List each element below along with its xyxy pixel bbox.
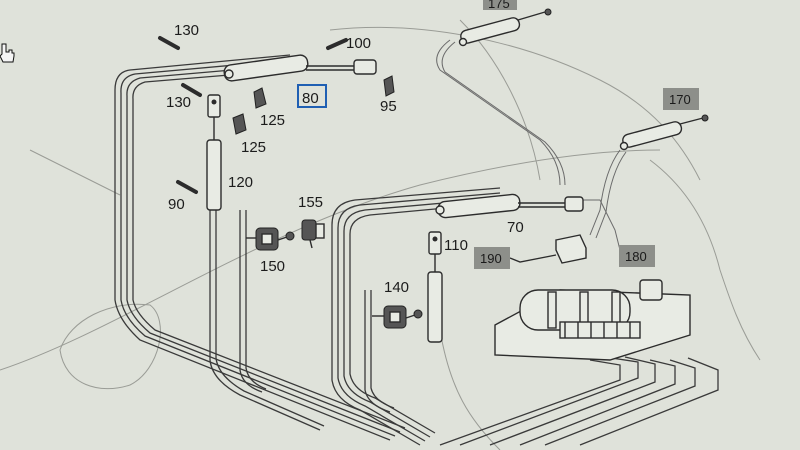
pin-100[interactable]	[326, 38, 348, 50]
label-180[interactable]: 180	[625, 249, 647, 264]
valve-140[interactable]	[372, 305, 423, 329]
label-125-upper[interactable]: 125	[260, 112, 285, 129]
label-70[interactable]: 70	[507, 219, 524, 236]
hand-cursor-icon	[0, 43, 15, 63]
label-170[interactable]: 170	[669, 92, 691, 107]
cylinder-170[interactable]	[619, 114, 709, 151]
pin-130-mid[interactable]	[181, 83, 202, 97]
label-130-mid[interactable]: 130	[166, 94, 191, 111]
label-100[interactable]: 100	[346, 35, 371, 52]
label-80[interactable]: 80	[302, 90, 319, 107]
tag-box-180	[619, 245, 655, 267]
label-175[interactable]: 175	[488, 0, 510, 11]
tag-box-190	[474, 247, 510, 269]
highlight-box-80[interactable]	[297, 84, 327, 108]
label-130-top[interactable]: 130	[174, 22, 199, 39]
label-155[interactable]: 155	[298, 194, 323, 211]
label-90[interactable]: 90	[168, 196, 185, 213]
cylinder-175[interactable]	[458, 8, 552, 47]
label-110[interactable]: 110	[444, 237, 468, 254]
clip-125-lower[interactable]	[232, 113, 247, 135]
connector-box-190[interactable]	[509, 234, 587, 264]
valve-150[interactable]	[246, 227, 295, 251]
label-190[interactable]: 190	[480, 251, 502, 266]
valve-155[interactable]	[301, 219, 325, 249]
label-120[interactable]: 120	[228, 174, 253, 191]
label-150[interactable]: 150	[260, 258, 285, 275]
tag-box-170	[663, 88, 699, 110]
label-125-lower[interactable]: 125	[241, 139, 266, 156]
clip-125-upper[interactable]	[253, 87, 267, 109]
hydraulic-line-upper-right	[436, 39, 627, 251]
pin-90[interactable]	[176, 180, 198, 194]
cylinder-70[interactable]	[435, 193, 584, 219]
label-95[interactable]: 95	[380, 98, 397, 115]
pump-outlet-lines	[439, 356, 719, 446]
clip-95[interactable]	[383, 75, 395, 97]
strut-110[interactable]	[427, 231, 443, 343]
hydraulic-line-bundle-left	[114, 54, 406, 441]
pump-unit-180[interactable]	[494, 279, 691, 361]
strut-120[interactable]	[206, 94, 222, 211]
pin-130-top[interactable]	[158, 36, 180, 50]
cylinder-80[interactable]	[223, 54, 377, 82]
tag-box-175	[483, 0, 517, 10]
label-140[interactable]: 140	[384, 279, 409, 296]
vertical-lines	[209, 150, 395, 431]
